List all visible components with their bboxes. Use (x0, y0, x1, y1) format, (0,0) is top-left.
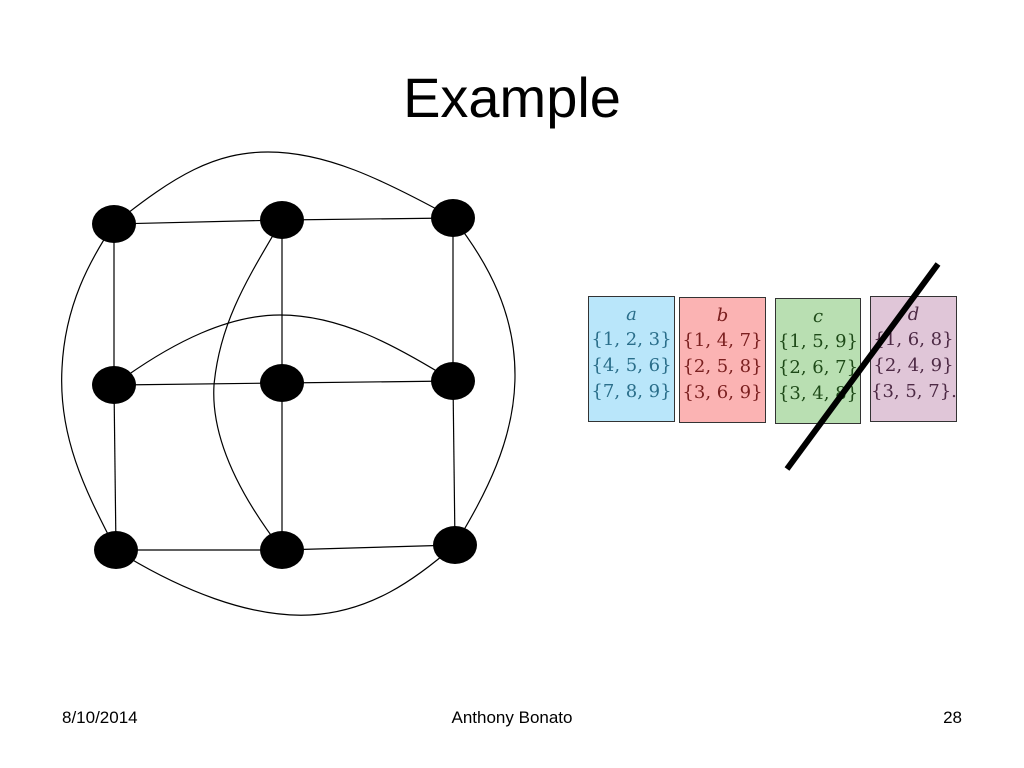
class-set: {1, 4, 7} (682, 330, 763, 351)
graph-vertex (431, 199, 475, 237)
graph-edge (115, 544, 456, 616)
partition-class-b: b {1, 4, 7} {2, 5, 8} {3, 6, 9} (679, 297, 766, 423)
graph-vertex (94, 531, 138, 569)
graph-edge (113, 382, 283, 386)
partition-class-a: a {1, 2, 3} {4, 5, 6} {7, 8, 9} (588, 296, 675, 422)
footer-page-number: 28 (943, 708, 962, 727)
slide-title: Example (403, 66, 621, 129)
class-set: {3, 4, 8} (777, 383, 859, 404)
class-label: d (907, 304, 920, 325)
graph-edge (113, 314, 454, 386)
graph-vertex (433, 526, 477, 564)
class-set: {2, 5, 8} (682, 356, 763, 377)
class-set: {7, 8, 9} (591, 381, 672, 402)
class-set: {1, 2, 3} (591, 329, 672, 350)
class-label: c (812, 306, 824, 327)
graph-edge (213, 219, 283, 551)
class-set: {2, 6, 7} (777, 357, 859, 378)
partition-class-c: c {1, 5, 9} {2, 6, 7} {3, 4, 8} (775, 298, 861, 424)
class-set: {4, 5, 6} (591, 355, 672, 376)
graph-edge (452, 217, 516, 546)
graph-edge (281, 217, 454, 221)
graph-edge (113, 151, 454, 225)
graph-vertex (92, 366, 136, 404)
class-set: {3, 5, 7}. (871, 381, 957, 402)
graph-vertex (260, 364, 304, 402)
class-label: a (626, 304, 637, 325)
class-label: b (716, 305, 729, 326)
class-set: {1, 5, 9} (777, 331, 859, 352)
graph-vertex (260, 201, 304, 239)
graph-edge (281, 380, 454, 384)
graph-edge (281, 544, 456, 551)
graph-edge (113, 384, 117, 551)
graph-edge (61, 223, 117, 551)
class-set: {3, 6, 9} (682, 382, 763, 403)
graph-vertex (92, 205, 136, 243)
partition-class-d: d {1, 6, 8} {2, 4, 9} {3, 5, 7}. (870, 296, 957, 422)
graph-edge (113, 219, 283, 225)
footer-date: 8/10/2014 (62, 708, 138, 727)
graph-vertex (431, 362, 475, 400)
graph-edge (452, 380, 456, 546)
footer-author: Anthony Bonato (451, 708, 573, 727)
graph-vertex (260, 531, 304, 569)
class-set: {2, 4, 9} (873, 355, 954, 376)
class-set: {1, 6, 8} (873, 329, 954, 350)
